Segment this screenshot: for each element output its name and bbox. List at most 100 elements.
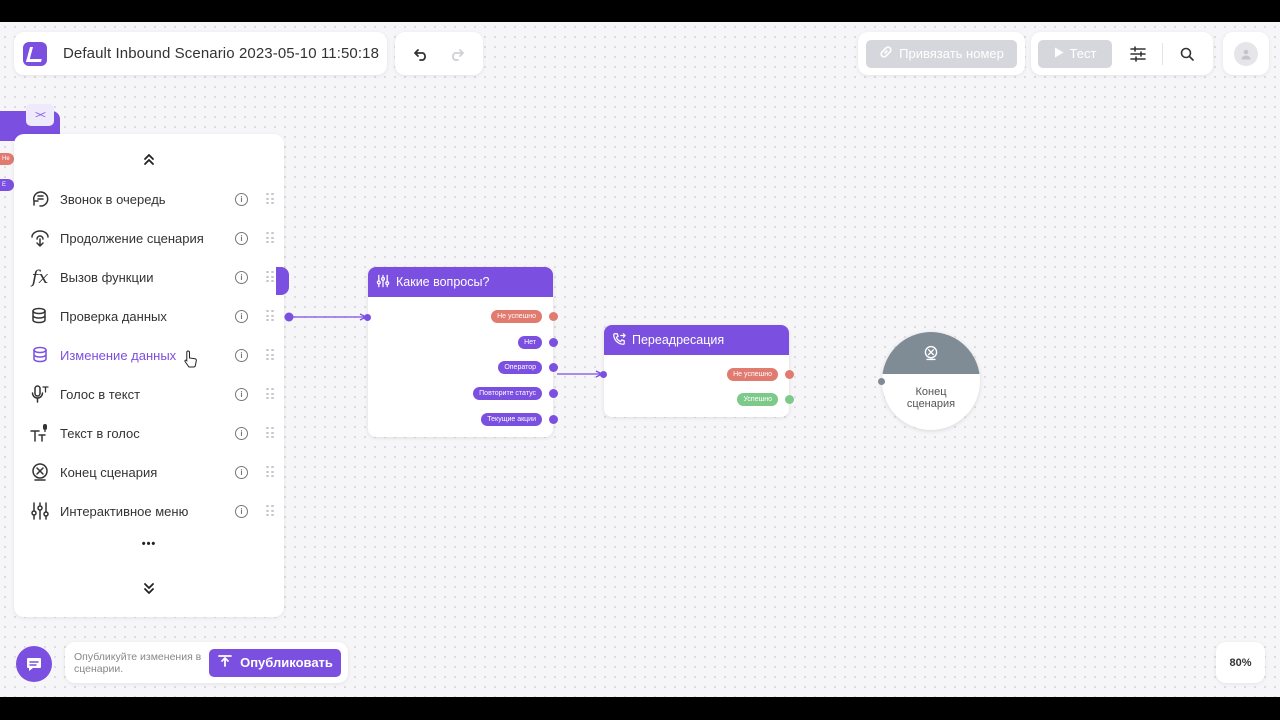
palette-item-label: Проверка данных bbox=[60, 308, 167, 324]
palette-item-interactive-menu[interactable]: Интерактивное меню i bbox=[29, 496, 274, 526]
drag-handle-icon[interactable] bbox=[266, 505, 274, 517]
scroll-up-icon[interactable] bbox=[14, 152, 284, 171]
info-icon[interactable]: i bbox=[235, 231, 248, 245]
output-pill-fail: Не успешно bbox=[491, 310, 542, 323]
drag-handle-icon[interactable] bbox=[266, 193, 274, 205]
continue-scenario-icon bbox=[29, 227, 51, 249]
palette-item-end-scenario[interactable]: Конец сценария i bbox=[29, 457, 274, 487]
bind-number-card: Привязать номер bbox=[858, 32, 1025, 75]
end-node-label-line1: Конец bbox=[915, 386, 947, 398]
node-palette: Звонок в очередь i Продолжение сценария … bbox=[14, 134, 284, 617]
redirect-node-header[interactable]: Переадресация bbox=[604, 325, 789, 355]
info-icon[interactable]: i bbox=[235, 348, 248, 362]
palette-item-label: Голос в текст bbox=[60, 386, 141, 402]
undo-icon[interactable] bbox=[409, 42, 433, 66]
bind-number-button[interactable]: Привязать номер bbox=[866, 39, 1017, 68]
bind-number-label: Привязать номер bbox=[899, 46, 1004, 61]
output-pill-fail: Не успешно bbox=[727, 368, 778, 381]
interactive-menu-icon bbox=[376, 274, 390, 291]
play-icon bbox=[1054, 46, 1064, 61]
function-icon: fx bbox=[31, 266, 49, 288]
zoom-level[interactable]: 80% bbox=[1216, 642, 1265, 683]
test-label: Тест bbox=[1069, 46, 1097, 61]
info-icon[interactable]: i bbox=[235, 309, 248, 323]
palette-item-label: Продолжение сценария bbox=[60, 230, 204, 246]
actions-card: Тест bbox=[1031, 32, 1213, 75]
hidden-node-edge[interactable] bbox=[276, 267, 289, 295]
drag-handle-icon[interactable] bbox=[266, 466, 274, 478]
publish-card: Опубликуйте изменения в сценарии. Опубли… bbox=[65, 642, 348, 683]
output-port[interactable] bbox=[549, 389, 558, 398]
scenario-canvas[interactable]: Default Inbound Scenario 2023-05-10 11:5… bbox=[0, 22, 1280, 697]
drag-handle-icon[interactable] bbox=[266, 349, 274, 361]
output-port[interactable] bbox=[549, 363, 558, 372]
settings-sliders-icon[interactable] bbox=[1126, 42, 1150, 66]
drag-handle-icon[interactable] bbox=[266, 271, 274, 283]
toolbar-divider bbox=[1162, 42, 1163, 65]
drag-handle-icon[interactable] bbox=[266, 232, 274, 244]
info-icon[interactable]: i bbox=[235, 192, 248, 206]
end-node-cap bbox=[882, 332, 980, 374]
end-node-input-port[interactable] bbox=[878, 378, 885, 385]
input-port[interactable] bbox=[364, 314, 371, 321]
output-pill: Нет bbox=[518, 336, 542, 349]
search-icon[interactable] bbox=[1175, 42, 1199, 66]
upload-icon bbox=[217, 654, 233, 671]
publish-button[interactable]: Опубликовать bbox=[209, 648, 341, 677]
palette-item-label: Звонок в очередь bbox=[60, 191, 166, 207]
scroll-down-icon[interactable] bbox=[14, 582, 284, 601]
scenario-title[interactable]: Default Inbound Scenario 2023-05-10 11:5… bbox=[63, 45, 380, 62]
app-logo[interactable] bbox=[23, 41, 47, 66]
collapse-panel-button[interactable]: >< bbox=[26, 104, 54, 126]
end-node-label: Конец сценария bbox=[882, 386, 980, 410]
data-change-icon bbox=[29, 344, 51, 366]
palette-item-function-call[interactable]: fx Вызов функции i bbox=[29, 262, 274, 292]
output-port[interactable] bbox=[549, 338, 558, 347]
output-port[interactable] bbox=[549, 415, 558, 424]
link-icon bbox=[879, 45, 893, 62]
info-icon[interactable]: i bbox=[235, 504, 248, 518]
publish-hint: Опубликуйте изменения в сценарии. bbox=[74, 650, 202, 675]
info-icon[interactable]: i bbox=[235, 270, 248, 284]
end-scenario-node[interactable]: Конец сценария bbox=[882, 332, 980, 430]
redo-icon[interactable] bbox=[445, 42, 469, 66]
menu-node-title: Какие вопросы? bbox=[396, 275, 490, 289]
output-port[interactable] bbox=[785, 370, 794, 379]
history-controls bbox=[395, 32, 483, 75]
output-port[interactable] bbox=[549, 312, 558, 321]
chat-button[interactable] bbox=[16, 646, 52, 682]
output-pill: Текущие акции bbox=[481, 413, 542, 426]
palette-item-label: Текст в голос bbox=[60, 425, 140, 441]
mouse-pointer-icon bbox=[184, 350, 198, 373]
palette-item-text-to-speech[interactable]: Текст в голос i bbox=[29, 418, 274, 448]
palette-item-label: Конец сценария bbox=[60, 464, 158, 480]
input-port[interactable] bbox=[600, 371, 607, 378]
redirect-node[interactable]: Переадресация Не успешно Успешно bbox=[600, 325, 794, 417]
profile-card bbox=[1223, 32, 1269, 75]
info-icon[interactable]: i bbox=[235, 465, 248, 479]
drag-handle-icon[interactable] bbox=[266, 427, 274, 439]
more-items-indicator[interactable]: ••• bbox=[141, 538, 157, 550]
scenario-title-card: Default Inbound Scenario 2023-05-10 11:5… bbox=[14, 32, 387, 75]
output-pill: Повторите статус bbox=[473, 387, 542, 400]
test-button[interactable]: Тест bbox=[1038, 39, 1112, 68]
palette-item-speech-to-text[interactable]: Голос в текст i bbox=[29, 379, 274, 409]
data-check-icon bbox=[29, 305, 51, 327]
drag-handle-icon[interactable] bbox=[266, 310, 274, 322]
phone-forward-icon bbox=[612, 332, 626, 349]
menu-node-header[interactable]: Какие вопросы? bbox=[368, 267, 553, 297]
info-icon[interactable]: i bbox=[235, 426, 248, 440]
menu-node[interactable]: Какие вопросы? Не успешно Нет Оператор П… bbox=[364, 267, 558, 437]
palette-item-data-change[interactable]: Изменение данных i bbox=[29, 340, 274, 370]
drag-handle-icon[interactable] bbox=[266, 388, 274, 400]
text-to-speech-icon bbox=[29, 422, 51, 444]
palette-item-continue-scenario[interactable]: Продолжение сценария i bbox=[29, 223, 274, 253]
info-icon[interactable]: i bbox=[235, 387, 248, 401]
palette-item-data-check[interactable]: Проверка данных i bbox=[29, 301, 274, 331]
output-port[interactable] bbox=[785, 395, 794, 404]
avatar[interactable] bbox=[1234, 41, 1258, 66]
stub-other-pill: Е bbox=[0, 179, 14, 191]
redirect-node-title: Переадресация bbox=[632, 333, 725, 347]
palette-item-queue-call[interactable]: Звонок в очередь i bbox=[29, 184, 274, 214]
output-pill-success: Успешно bbox=[737, 393, 778, 406]
